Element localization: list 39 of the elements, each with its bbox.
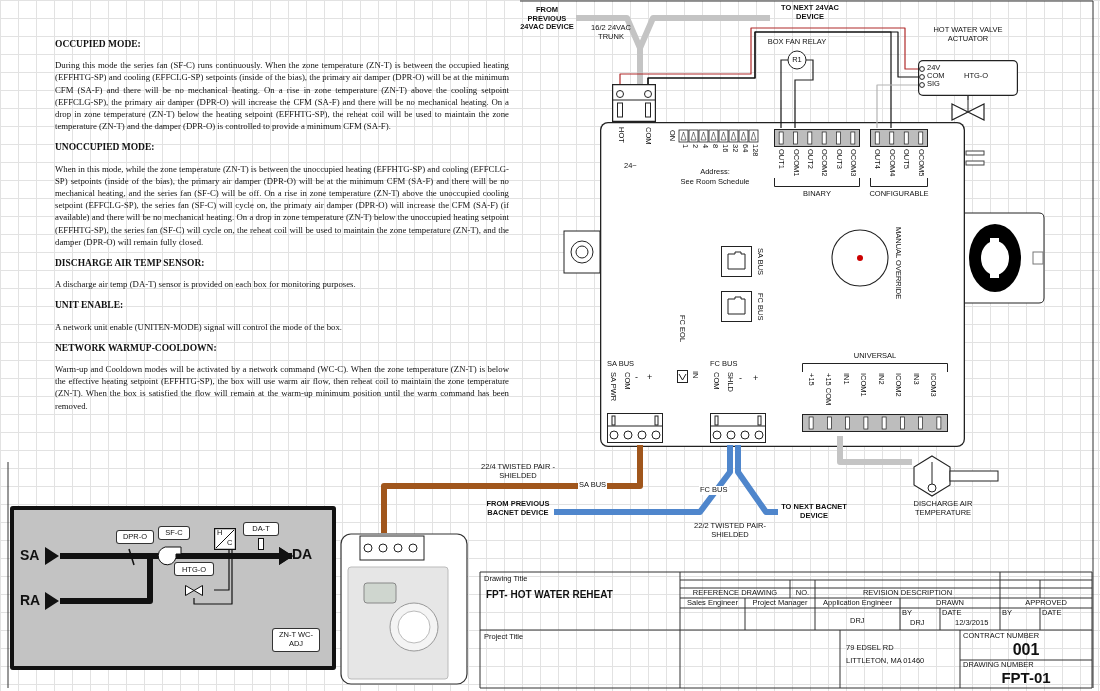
schematic-panel [10, 506, 336, 670]
terminal-plug [612, 84, 656, 122]
paragraph: Warm-up and Cooldown modes will be activated by a network command (WC-C). When the zone temperature (ZN-T) is below the effective heating setpoint (EFFHTG-SP), the box will use warm air flow, then reheat coil to maintain the zone temperature (ZN-T). When the box is satisfied the flow will remain at the warm-up minimum position until the warm command has been removed. [55, 363, 509, 412]
valve-symbol [951, 100, 985, 124]
section-heading: DISCHARGE AIR TEMP SENSOR: [55, 257, 206, 270]
wire [381, 445, 643, 533]
wire [967, 95, 969, 101]
wire [647, 31, 892, 129]
section-heading: UNIT ENABLE: [55, 299, 125, 312]
terminal-label: - [739, 374, 742, 383]
wire [619, 27, 919, 85]
section-heading: OCCUPIED MODE: [55, 38, 142, 51]
actuator-box [918, 60, 1018, 96]
wall-thermostat-drawing [340, 533, 468, 685]
terminal-label: + [753, 374, 759, 383]
controller-board [600, 122, 965, 447]
paragraph: When in this mode, while the zone temperature (ZN-T) is between the unoccupied heating (EFFHTG-SP) and cooling (EFFCLG-SP) setpoints (inside of the bias), the primary air damper (DPR-O) will be at the minimum CFM (SA-F) and there will be no mechanical heating, and the series fan (SF-C) will be off. On a rise in zone temperature (ZN-T) above the unoccupied cooling setpoint (EFFCLG-SP), the series fan (SF-C) will cycle on, the primary air damper (DPR-O) will increase the CFM (SA-F) (if available) and there will be no mechanical heating. On a drop in zone temperature (ZN-T) below the unoccupied heating setpoint (EFFHTG-SP), the series fan (SF-C) will cycle on, the reheat coil will be used to maintain the zone temperature (ZN-T), and the damper (DPR-O) will remain fully closed. [55, 162, 509, 249]
duct-label: RA [20, 592, 41, 608]
wire [780, 99, 796, 129]
wire [554, 445, 733, 515]
wire [837, 436, 912, 465]
paragraph: A discharge air temp (DA-T) sensor is provided on each box for monitoring purposes. [55, 278, 357, 291]
wire [193, 549, 233, 605]
title-block-text: FPT- HOT WATER REHEAT [486, 589, 613, 600]
paragraph: During this mode the series fan (SF-C) runs continuously. When the zone temperature (ZN-T) is between the occupied heating (EFFHTG-SP) and cooling (EFFCLG-SP) setpoints (inside of the bias), the primary air damper (DPR-O) will be at the minimum CFM (SA-F) and there will be no mechanical heating. On a rise in zone temperature (ZN-T) above the cooling setpoint (EFFCLG-SP), the primary air damper (DPR-O) will increase the CFM (SA-F) and there will be no mechanical heating. On a drop in zone temperature (ZN-T) below the heating setpoint (EFFHTG-SP), the reheat coil will be used to maintain the zone temperature (ZN-T) and the damper (DPR-O) is controlled to provide a minimum CFM (SA-F). [55, 59, 509, 133]
duct-label: SA [20, 547, 40, 563]
title-block-text: FPT-01 [1000, 670, 1052, 687]
section-heading: NETWORK WARMUP-COOLDOWN: [55, 341, 218, 355]
terminal-label: + [647, 373, 653, 382]
duct-arrow [60, 547, 293, 604]
terminal-label: - [635, 373, 638, 382]
wire [637, 15, 770, 84]
section-heading: UNOCCUPIED MODE: [55, 141, 156, 154]
wire [735, 445, 778, 515]
wire [876, 84, 919, 129]
paragraph: A network unit enable (UNITEN-MODE) signal will control the mode of the box. [55, 320, 343, 333]
duct-label: DA [292, 544, 328, 566]
coil-symbol [214, 528, 236, 550]
title-block-text: 001 [1011, 641, 1041, 659]
